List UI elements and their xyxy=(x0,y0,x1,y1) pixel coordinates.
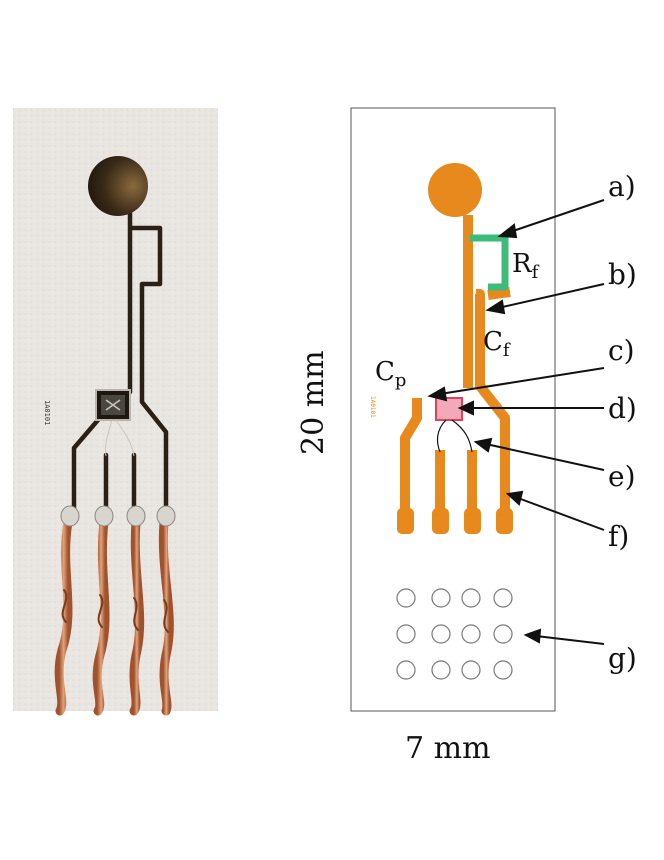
callout-letters: a) b) c) d) e) f) g) xyxy=(608,170,637,675)
dimension-height: 20 mm xyxy=(296,350,331,455)
schematic-bond-pads xyxy=(397,508,513,534)
sensor-schematic: 1A0101 a) b) c) xyxy=(296,107,637,766)
schematic-die xyxy=(435,397,463,421)
sensor-photo: 1A0101 xyxy=(13,108,218,716)
copper-wires xyxy=(54,517,174,716)
label-f: f) xyxy=(608,520,629,553)
label-cp: Cp xyxy=(375,357,406,391)
label-cf: Cf xyxy=(483,327,511,361)
label-rf: Rf xyxy=(512,249,540,283)
dimension-width: 7 mm xyxy=(405,731,491,766)
photo-electrode-pad xyxy=(88,156,148,216)
photo-chip-marking: 1A0101 xyxy=(43,400,51,425)
label-e: e) xyxy=(608,460,636,493)
label-a: a) xyxy=(608,170,636,203)
via-holes xyxy=(396,588,513,680)
callout-arrows xyxy=(427,199,605,645)
feedback-resistor xyxy=(470,234,509,291)
photo-solder-pads xyxy=(60,505,176,527)
photo-traces xyxy=(71,202,169,511)
label-d: d) xyxy=(608,392,637,425)
label-b: b) xyxy=(608,258,637,291)
bond-wires xyxy=(436,419,473,453)
schematic-chip-marking: 1A0101 xyxy=(369,396,376,418)
label-g: g) xyxy=(608,642,637,675)
schematic-electrode-pad xyxy=(428,163,482,217)
label-c: c) xyxy=(608,334,635,367)
